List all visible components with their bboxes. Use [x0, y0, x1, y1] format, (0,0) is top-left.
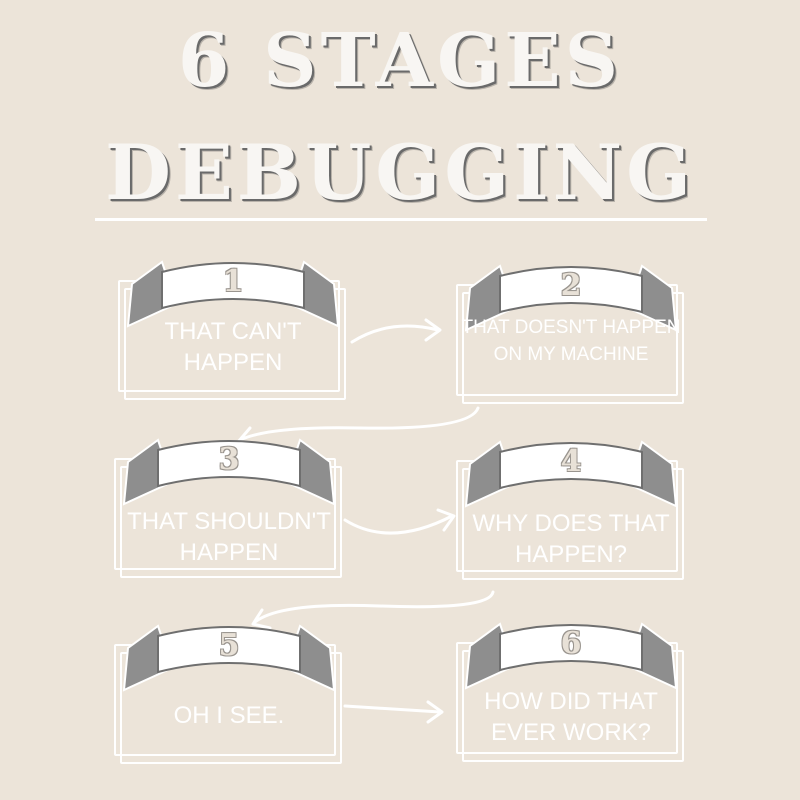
- stage-label: THAT CAN'T HAPPEN: [164, 318, 302, 376]
- ribbon-banner: [464, 264, 678, 332]
- stage-number: 6: [560, 626, 582, 661]
- ribbon-banner: [122, 438, 336, 506]
- stage-3: 3 THAT SHOULDN'T HAPPEN: [114, 436, 344, 586]
- stage-4: 4 WHY DOES THAT HAPPEN?: [456, 438, 686, 588]
- title-divider: [95, 218, 707, 221]
- ribbon-banner: [464, 622, 678, 690]
- ribbon-banner: [122, 624, 336, 692]
- arrow-1-to-2: [350, 324, 440, 344]
- stage-2: 2 THAT DOESN'T HAPPEN ON MY MACHINE: [456, 262, 686, 412]
- arrowhead-1-to-2: [424, 318, 442, 342]
- stage-label: THAT SHOULDN'T HAPPEN: [127, 508, 331, 566]
- title-line-1: 6 STAGES: [177, 18, 623, 104]
- stage-label: OH I SEE.: [173, 702, 285, 729]
- ribbon-banner: [464, 440, 678, 508]
- stage-6: 6 HOW DID THAT EVER WORK?: [456, 620, 686, 770]
- stage-number: 5: [218, 628, 240, 663]
- stage-number: 4: [560, 444, 582, 479]
- stage-label: THAT DOESN'T HAPPEN ON MY MACHINE: [461, 317, 681, 365]
- stage-1: 1 THAT CAN'T HAPPEN: [118, 258, 348, 408]
- stage-number: 2: [560, 268, 582, 303]
- stage-number: 1: [222, 264, 244, 299]
- arrowhead-5-to-6: [426, 700, 444, 724]
- title-line-2: DEBUGGING: [104, 128, 696, 217]
- arrow-5-to-6: [343, 704, 442, 714]
- stage-label: WHY DOES THAT HAPPEN?: [472, 510, 670, 568]
- arrow-4-to-5: [253, 590, 495, 624]
- arrowhead-3-to-4: [436, 508, 456, 532]
- ribbon-banner: [126, 260, 340, 328]
- stage-5: 5 OH I SEE.: [114, 622, 344, 772]
- stage-number: 3: [218, 442, 240, 477]
- stage-label: HOW DID THAT EVER WORK?: [484, 688, 658, 746]
- arrow-3-to-4: [343, 514, 454, 535]
